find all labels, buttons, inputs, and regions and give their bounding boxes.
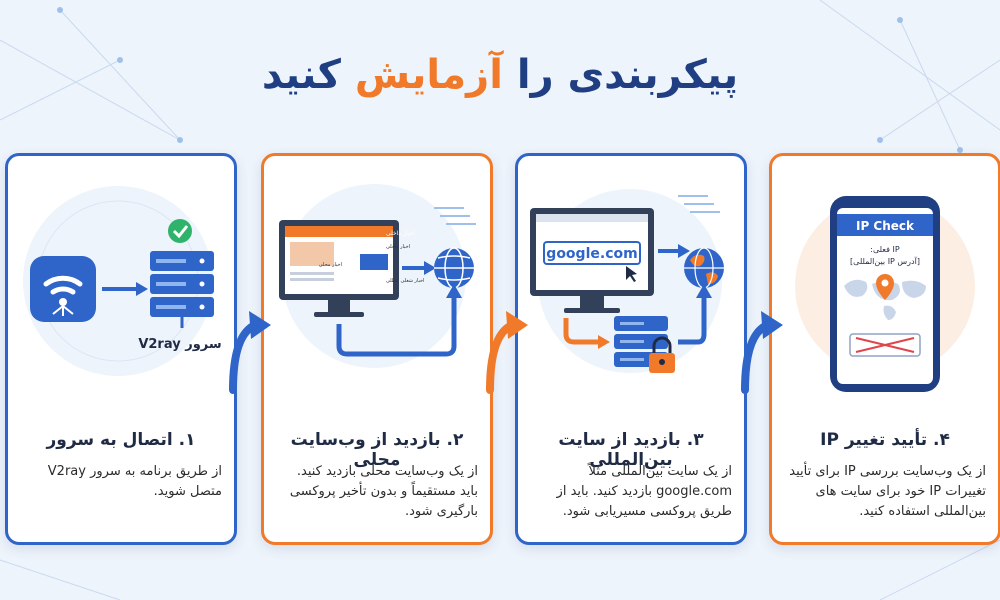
screen-item-3: اخبار شغلی عطلی: [386, 278, 424, 284]
screen-item-2: اخبار محلی: [319, 262, 342, 268]
step-1-illustration: سرور V2ray: [23, 186, 222, 376]
phone-line-2: [آدرس IP بین‌المللی]: [850, 256, 920, 266]
connector-arrow-3: [741, 311, 783, 394]
server-icon: [150, 251, 214, 328]
wifi-app-icon: [30, 256, 96, 322]
step-1-description: از طریق برنامه به سرور V2ray متصل شوید.: [47, 464, 222, 499]
connector-arrow-2: [486, 311, 528, 394]
connector-arrow-1: [229, 311, 271, 394]
step-4-description: از یک وب‌سایت بررسی IP برای تأیید تغییرا…: [789, 464, 986, 519]
title-part-after: کنید: [261, 52, 341, 98]
server-label: سرور V2ray: [138, 337, 221, 352]
step-3-title: ۳. بازدید از سایت بین‌المللی: [558, 430, 704, 470]
page-title: پیکربندی را آزمایش کنید: [0, 52, 1000, 98]
step-2-title: ۲. بازدید از وب‌سایت محلی: [290, 430, 464, 470]
globe-icon: [434, 247, 474, 289]
title-part-before: پیکربندی را: [516, 52, 739, 98]
phone-header: IP Check: [856, 219, 915, 233]
step-4-illustration: IP Check IP فعلی: [آدرس IP بین‌المللی]: [795, 196, 975, 392]
step-2-illustration: اخبار داخلی اخبار داخلی اخبار محلی اخبار…: [279, 184, 476, 368]
step-card-3: google.com ۳. بازدید از سایت بین‌ا: [515, 153, 747, 545]
phone-line-1: IP فعلی:: [870, 245, 900, 254]
checkmark-icon: [168, 219, 192, 243]
monitor-icon: اخبار داخلی اخبار داخلی اخبار محلی اخبار…: [279, 220, 424, 317]
step-card-2: اخبار داخلی اخبار داخلی اخبار محلی اخبار…: [261, 153, 493, 545]
step-2-description: از یک وب‌سایت محلی بازدید کنید. باید مست…: [289, 464, 478, 519]
screen-header: اخبار داخلی: [386, 230, 415, 237]
browser-address: google.com: [546, 246, 637, 262]
step-3-description: از یک سایت بین‌المللی مثلاً google.com ب…: [556, 464, 732, 519]
step-card-4: IP Check IP فعلی: [آدرس IP بین‌المللی] ۴…: [769, 153, 1000, 545]
map-pin-icon: [876, 274, 894, 300]
step-4-title: ۴. تأیید تغییر IP: [820, 430, 950, 450]
cursor-icon: [626, 266, 637, 282]
title-accent: آزمایش: [354, 52, 503, 98]
step-card-1: سرور V2ray ۱. اتصال به سرور از طریق برنا…: [5, 153, 237, 545]
lock-icon: [649, 336, 675, 373]
globe-icon: [684, 247, 724, 289]
step-1-title: ۱. اتصال به سرور: [46, 430, 196, 450]
monitor-icon: google.com: [530, 208, 654, 313]
screen-item-1: اخبار داخلی: [386, 244, 410, 250]
phone-icon: IP Check IP فعلی: [آدرس IP بین‌المللی]: [830, 196, 940, 392]
step-3-illustration: google.com: [530, 189, 724, 373]
